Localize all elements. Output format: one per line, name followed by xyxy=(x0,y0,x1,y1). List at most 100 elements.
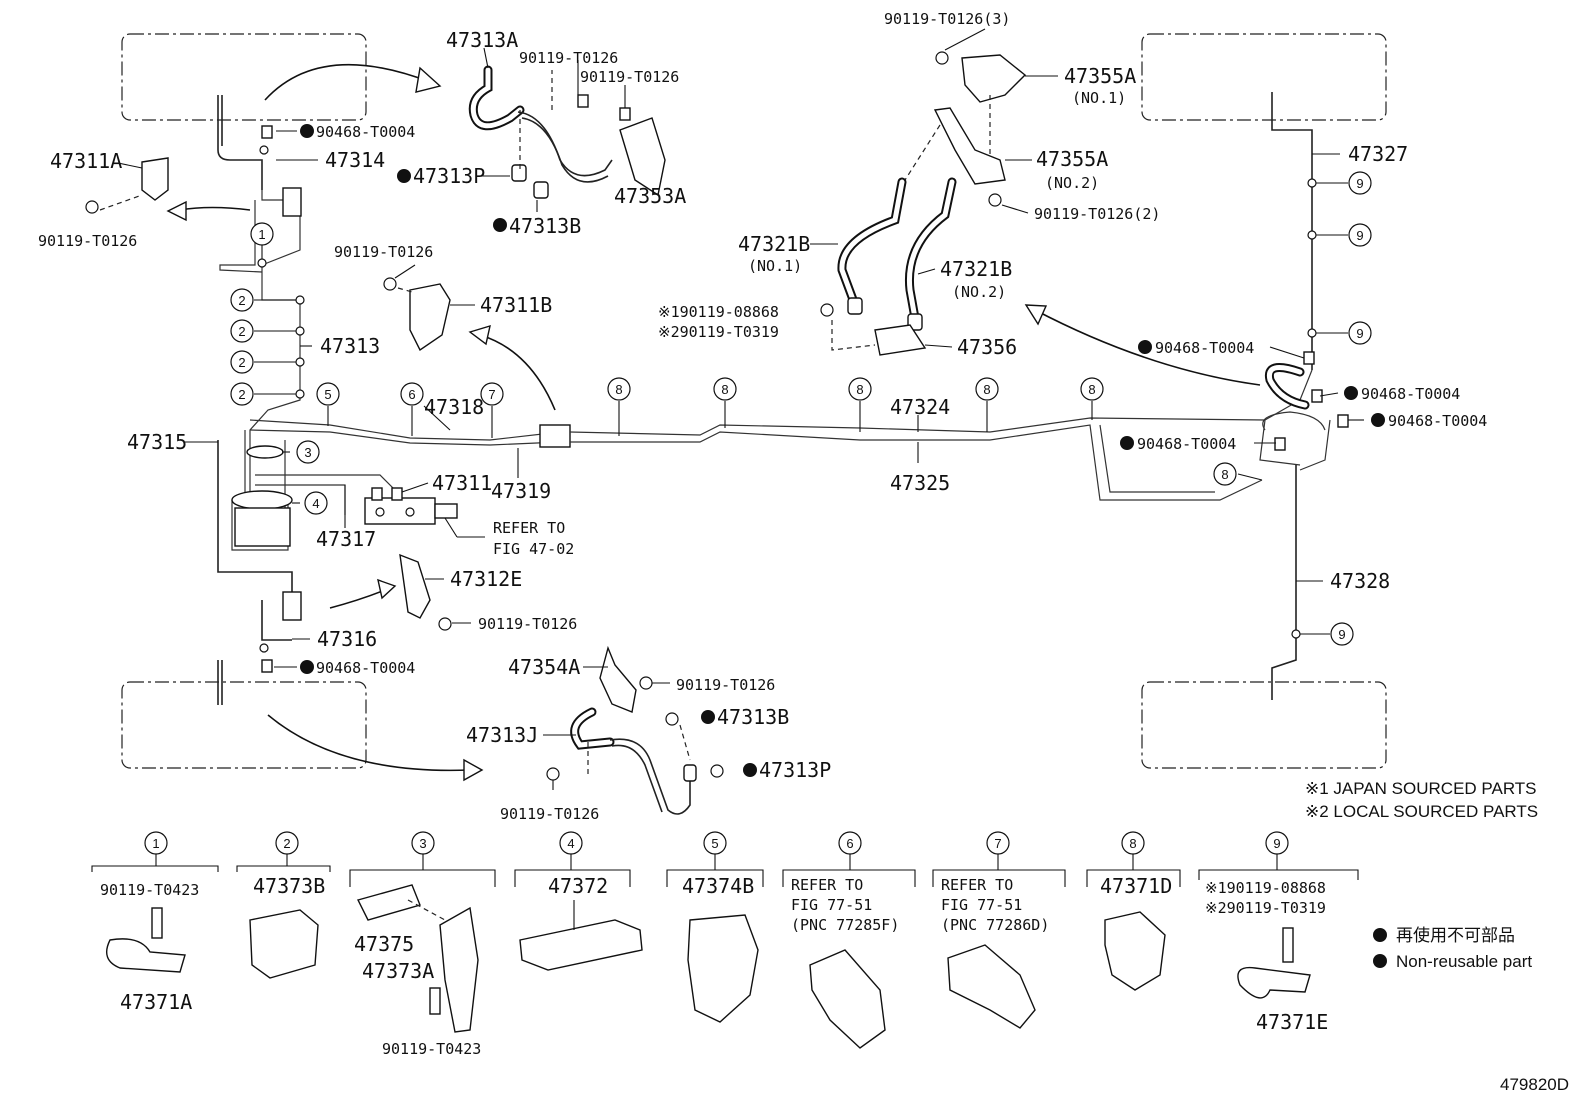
direction-arrows xyxy=(166,63,1261,782)
callout-8: 8 xyxy=(713,377,737,401)
key-part-3: 3 47375 47373A 90119-T0423 xyxy=(349,831,496,1058)
label-47313P: 47313P xyxy=(759,758,831,782)
label-fig-77-51: FIG 77-51 xyxy=(941,896,1022,914)
svg-text:4: 4 xyxy=(312,496,319,511)
svg-text:7: 7 xyxy=(994,836,1001,851)
label-47355A-no2: 47355A xyxy=(1036,147,1108,171)
svg-text:9: 9 xyxy=(1356,176,1363,191)
label-47319: 47319 xyxy=(491,479,551,503)
svg-text:4: 4 xyxy=(567,836,574,851)
label-47371A: 47371A xyxy=(120,990,192,1014)
label-90119-T0126: 90119-T0126 xyxy=(478,615,577,633)
label-47371E: 47371E xyxy=(1256,1010,1328,1034)
svg-text:2: 2 xyxy=(238,355,245,370)
label-refer-to: REFER TO xyxy=(791,876,863,894)
front-left-wheel-frame xyxy=(121,33,367,121)
callout-7: 7 xyxy=(480,382,504,406)
label-90119-T0126: 90119-T0126 xyxy=(580,68,679,86)
label-90119-T0126: 90119-T0126 xyxy=(676,676,775,694)
label-japan-bolt: ※190119-08868 xyxy=(1205,879,1326,897)
label-47317: 47317 xyxy=(316,527,376,551)
svg-text:1: 1 xyxy=(258,227,265,242)
svg-text:8: 8 xyxy=(1088,382,1095,397)
callout-8: 8 xyxy=(1080,377,1104,401)
bracket-47312E xyxy=(399,553,452,631)
label-47321B-no1: 47321B xyxy=(738,232,810,256)
svg-text:8: 8 xyxy=(721,382,728,397)
label-90119-T0126: 90119-T0126 xyxy=(500,805,599,823)
callout-2: 2 xyxy=(230,319,254,343)
label-fig-47-02: FIG 47-02 xyxy=(493,540,574,558)
callout-4: 4 xyxy=(304,491,328,515)
figure-code: 479820D xyxy=(1500,1075,1569,1094)
callout-9: 9 xyxy=(1348,321,1372,345)
label-47312E: 47312E xyxy=(450,567,522,591)
label-no2: (NO.2) xyxy=(952,283,1006,301)
master-cylinder-47311 xyxy=(364,487,458,525)
label-no2: (NO.2) xyxy=(1045,174,1099,192)
label-90119-T0126: 90119-T0126 xyxy=(38,232,137,250)
non-reusable-markers xyxy=(300,124,1387,968)
svg-text:2: 2 xyxy=(238,387,245,402)
left-brake-lines xyxy=(217,95,561,705)
svg-text:2: 2 xyxy=(238,293,245,308)
svg-text:8: 8 xyxy=(983,382,990,397)
key-part-9: 9 ※190119-08868 ※290119-T0319 47371E xyxy=(1198,831,1359,1034)
label-47372: 47372 xyxy=(548,874,608,898)
key-part-7: 7 REFER TO FIG 77-51 (PNC 77286D) xyxy=(932,831,1066,1029)
label-47324: 47324 xyxy=(890,395,950,419)
callout-8: 8 xyxy=(975,377,999,401)
callout-5: 5 xyxy=(316,382,340,406)
callout-9: 9 xyxy=(1330,622,1354,646)
rear-right-wheel-frame xyxy=(1141,681,1387,769)
label-47318: 47318 xyxy=(424,395,484,419)
label-47315: 47315 xyxy=(127,430,187,454)
leader-lines xyxy=(117,28,1364,790)
label-fig-77-51: FIG 77-51 xyxy=(791,896,872,914)
callout-1: 1 xyxy=(250,222,274,246)
label-47373A: 47373A xyxy=(362,959,434,983)
label-no1: (NO.1) xyxy=(1072,89,1126,107)
label-47328: 47328 xyxy=(1330,569,1390,593)
label-47314: 47314 xyxy=(325,148,385,172)
callout-6: 6 xyxy=(400,382,424,406)
label-90119-T0423: 90119-T0423 xyxy=(100,881,199,899)
label-47313B: 47313B xyxy=(717,705,789,729)
label-90468-T0004: 90468-T0004 xyxy=(1361,385,1460,403)
label-90468-T0004: 90468-T0004 xyxy=(316,123,415,141)
callout-8: 8 xyxy=(1213,462,1237,486)
callout-2: 2 xyxy=(230,288,254,312)
label-japan-bolt: ※190119-08868 xyxy=(658,303,779,321)
upper-right-hoses xyxy=(820,51,1027,356)
label-47311: 47311 xyxy=(432,471,492,495)
svg-text:8: 8 xyxy=(856,382,863,397)
label-refer-to: REFER TO xyxy=(493,519,565,537)
label-47321B-no2: 47321B xyxy=(940,257,1012,281)
junction-block-47319 xyxy=(539,424,571,448)
label-47375: 47375 xyxy=(354,932,414,956)
hose-assembly-47313A xyxy=(468,65,666,199)
label-pnc-77285F: (PNC 77285F) xyxy=(791,916,899,934)
label-47313: 47313 xyxy=(320,334,380,358)
callout-3: 3 xyxy=(296,440,320,464)
label-47313J: 47313J xyxy=(466,723,538,747)
label-local-bolt: ※290119-T0319 xyxy=(1205,899,1326,917)
svg-text:6: 6 xyxy=(408,387,415,402)
svg-text:3: 3 xyxy=(419,836,426,851)
svg-text:8: 8 xyxy=(615,382,622,397)
label-47373B: 47373B xyxy=(253,874,325,898)
label-pnc-77286D: (PNC 77286D) xyxy=(941,916,1049,934)
label-90468-T0004: 90468-T0004 xyxy=(1388,412,1487,430)
rear-left-wheel-frame xyxy=(121,681,367,769)
bracket-47311A xyxy=(85,157,169,214)
key-part-8: 8 47371D xyxy=(1086,831,1181,991)
label-47313B: 47313B xyxy=(509,214,581,238)
svg-text:3: 3 xyxy=(304,445,311,460)
callout-2: 2 xyxy=(230,382,254,406)
label-90119-T0126-3: 90119-T0126(3) xyxy=(884,10,1010,28)
callout-circles: 1 2 2 2 2 3 4 5 6 7 8 8 8 8 8 8 9 9 9 9 xyxy=(230,171,1372,646)
label-47353A: 47353A xyxy=(614,184,686,208)
label-90468-T0004: 90468-T0004 xyxy=(316,659,415,677)
